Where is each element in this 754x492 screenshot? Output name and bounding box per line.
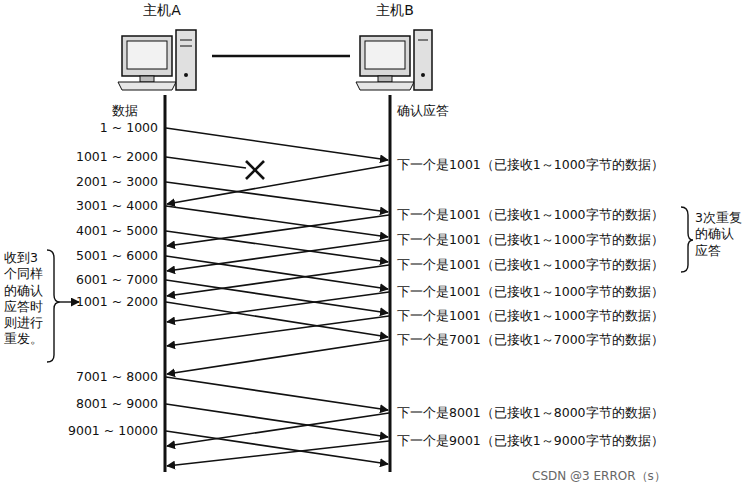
ack-label: 下一个是1001（已接收1～1000字节的数据） xyxy=(397,308,664,324)
ack-label: 下一个是1001（已接收1～1000字节的数据） xyxy=(397,284,664,300)
ack-arrows xyxy=(167,165,389,466)
ack-label: 下一个是1001（已接收1～1000字节的数据） xyxy=(397,232,664,248)
segment-range: 5001 ~ 6000 xyxy=(76,248,158,264)
segment-range: 1 ~ 1000 xyxy=(100,120,158,136)
segment-range: 4001 ~ 5000 xyxy=(76,223,158,239)
bracket xyxy=(681,207,693,272)
host-name: 主机A xyxy=(112,2,212,18)
column-heading: 确认应答 xyxy=(397,103,449,119)
note: 3次重复的确认应答 xyxy=(695,210,742,259)
timeline-b xyxy=(389,95,392,472)
segment-range: 9001 ~ 10000 xyxy=(68,423,158,439)
ack-label: 下一个是1001（已接收1～1000字节的数据） xyxy=(397,257,664,273)
ack-label: 下一个是9001（已接收1～9000字节的数据） xyxy=(397,433,664,449)
segment-range: 2001 ~ 3000 xyxy=(76,174,158,190)
segment-arrows xyxy=(166,128,388,464)
host-box: 主机A xyxy=(112,2,212,92)
host-box: 主机B xyxy=(350,2,440,92)
note: 收到3个同样的确认应答时则进行重发。 xyxy=(4,250,48,348)
segment-range: 7001 ~ 8000 xyxy=(76,369,158,385)
host-name: 主机B xyxy=(350,2,440,18)
host-link xyxy=(212,55,350,58)
lost-segment xyxy=(166,157,246,168)
ack-label: 下一个是1001（已接收1～1000字节的数据） xyxy=(397,207,664,223)
loss-cross xyxy=(246,161,264,179)
segment-range: 6001 ~ 7000 xyxy=(76,272,158,288)
computer-icon xyxy=(118,30,196,90)
watermark: CSDN @3 ERROR（s） xyxy=(532,468,666,484)
segment-range: 1001 ~ 2000 xyxy=(76,294,158,310)
segment-range: 8001 ~ 9000 xyxy=(76,396,158,412)
ack-label: 下一个是1001（已接收1～1000字节的数据） xyxy=(397,157,664,173)
computer-icon xyxy=(356,30,432,90)
ack-label: 下一个是8001（已接收1～8000字节的数据） xyxy=(397,405,664,421)
timeline-a xyxy=(164,95,167,472)
bracket xyxy=(47,250,60,362)
segment-range: 1001 ~ 2000 xyxy=(76,149,158,165)
segment-range: 3001 ~ 4000 xyxy=(76,198,158,214)
column-heading: 数据 xyxy=(112,103,138,119)
ack-label: 下一个是7001（已接收1～7000字节的数据） xyxy=(397,332,664,348)
